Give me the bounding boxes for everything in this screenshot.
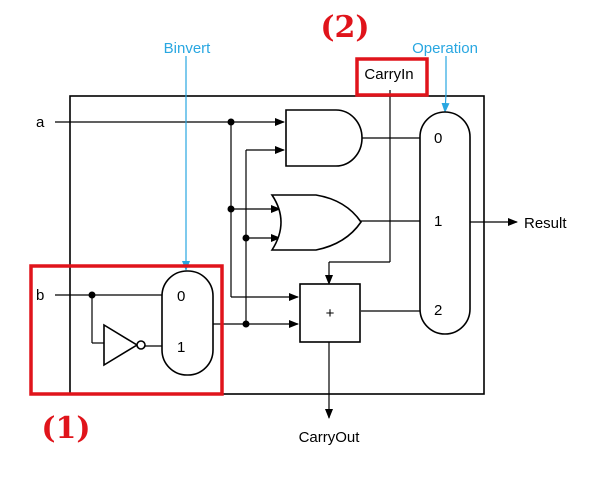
input-a-wires — [55, 118, 299, 301]
opmux-input-0-label: 0 — [434, 130, 442, 147]
highlight-box-binvert — [29, 264, 224, 396]
carry-wires — [325, 90, 391, 419]
highlight-box-carryin — [355, 57, 429, 97]
input-a-label: a — [36, 114, 45, 131]
adder-symbol: + — [326, 305, 335, 322]
operation-control-line — [441, 56, 450, 113]
marker-one: (1) — [41, 411, 90, 446]
junction-dots — [88, 118, 250, 328]
result-label: Result — [524, 215, 567, 232]
input-b-label: b — [36, 287, 44, 304]
marker-two: (2) — [320, 10, 369, 45]
alu-outline — [69, 95, 485, 395]
operation-label: Operation — [412, 40, 478, 57]
operation-mux — [419, 111, 471, 335]
opmux-input-2-label: 2 — [434, 302, 442, 319]
binvert-mux — [161, 270, 214, 376]
input-b-wires — [55, 294, 162, 347]
bmux-input-1-label: 1 — [177, 339, 185, 356]
opmux-input-1-label: 1 — [434, 213, 442, 230]
bmux-input-0-label: 0 — [177, 288, 185, 305]
carryout-label: CarryOut — [299, 429, 361, 446]
adder-block — [299, 283, 361, 343]
binvert-label: Binvert — [164, 40, 212, 57]
inverter-gate — [103, 323, 146, 367]
carryin-label: CarryIn — [364, 66, 413, 83]
and-gate — [285, 109, 363, 167]
or-gate — [270, 194, 362, 251]
